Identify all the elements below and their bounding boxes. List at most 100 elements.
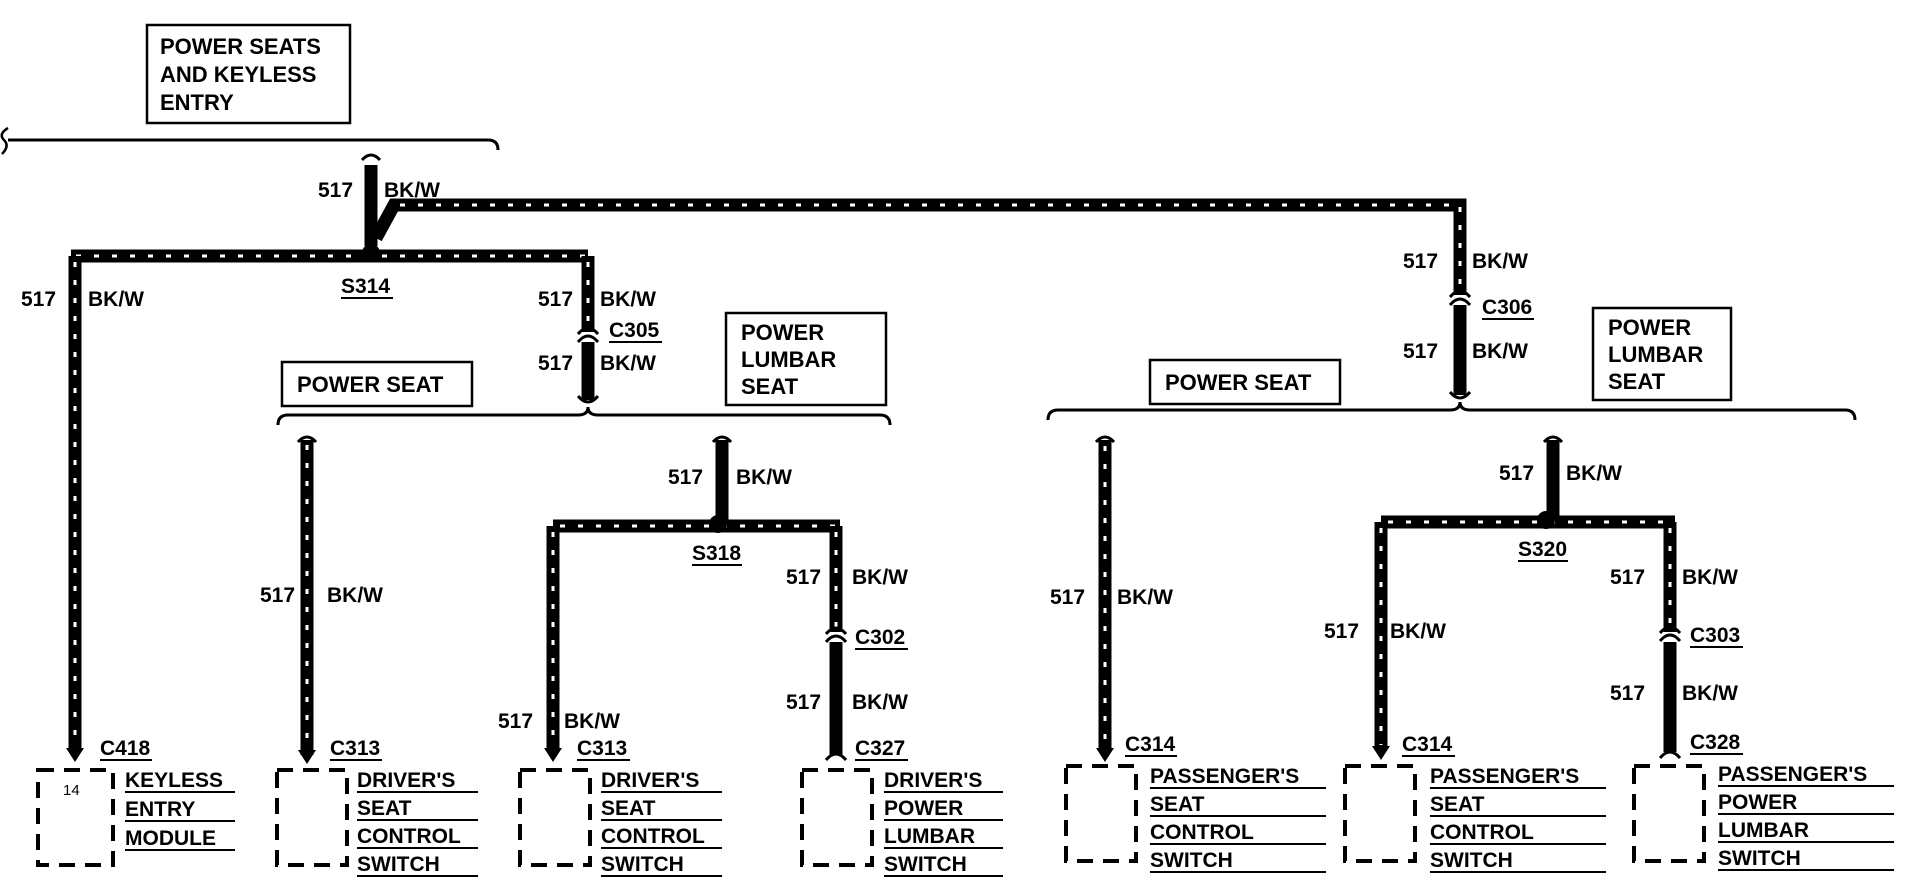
svg-text:SWITCH: SWITCH [357, 853, 440, 876]
splice-s314-label: S314 [341, 275, 390, 298]
color-label: BK/W [600, 288, 656, 311]
circuit-label: 517 [1403, 250, 1438, 273]
drivers-seat-control-switch-1: DRIVER'S SEAT CONTROL SWITCH [275, 768, 478, 877]
keyless-entry-module: 14 KEYLESS ENTRY MODULE [36, 768, 235, 867]
svg-text:POWER: POWER [1718, 791, 1797, 814]
circuit-label: 517 [786, 691, 821, 714]
passengers-seat-control-switch-2: PASSENGER'S SEAT CONTROL SWITCH [1343, 764, 1606, 873]
connector-c418-label: C418 [100, 737, 151, 760]
connector-c303-label: C303 [1690, 624, 1740, 647]
color-label: BK/W [88, 288, 144, 311]
svg-text:POWER SEAT: POWER SEAT [297, 372, 444, 397]
color-label: BK/W [1472, 340, 1528, 363]
splice-s318-label: S318 [692, 542, 741, 565]
connector-c327-label: C327 [855, 737, 905, 760]
lumbar-left-box: POWER LUMBAR SEAT [724, 311, 888, 407]
connector-c306-label: C306 [1482, 296, 1532, 319]
circuit-label: 517 [538, 352, 573, 375]
svg-text:MODULE: MODULE [125, 827, 216, 850]
color-label: BK/W [736, 466, 792, 489]
svg-text:SEAT: SEAT [1430, 793, 1485, 816]
svg-text:SEAT: SEAT [1608, 369, 1666, 394]
circuit-label: 517 [1610, 682, 1645, 705]
svg-text:PASSENGER'S: PASSENGER'S [1430, 765, 1579, 788]
connector-c314-label: C314 [1125, 733, 1176, 756]
svg-text:CONTROL: CONTROL [357, 825, 461, 848]
svg-text:DRIVER'S: DRIVER'S [357, 769, 455, 792]
circuit-label: 517 [260, 584, 295, 607]
color-label: BK/W [852, 566, 908, 589]
pin-number: 14 [63, 782, 80, 799]
connector-c313-label: C313 [330, 737, 380, 760]
color-label: BK/W [1682, 566, 1738, 589]
splice-s320-label: S320 [1518, 538, 1567, 561]
title-line-3: ENTRY [160, 90, 234, 115]
color-label: BK/W [1472, 250, 1528, 273]
connector-labels: C305 C306 C302 C303 C418 C313 C313 C327 … [100, 296, 1743, 761]
drivers-power-lumbar-switch: DRIVER'S POWER LUMBAR SWITCH [800, 768, 1003, 877]
svg-text:CONTROL: CONTROL [601, 825, 705, 848]
top-break-mark [0, 126, 9, 155]
title-line-2: AND KEYLESS [160, 62, 316, 87]
svg-text:SEAT: SEAT [357, 797, 412, 820]
circuit-label: 517 [538, 288, 573, 311]
svg-text:SEAT: SEAT [741, 374, 799, 399]
circuit-label: 517 [1050, 586, 1085, 609]
circuit-label: 517 [1403, 340, 1438, 363]
color-label: BK/W [327, 584, 383, 607]
svg-text:POWER: POWER [1608, 315, 1691, 340]
svg-text:SEAT: SEAT [1150, 793, 1205, 816]
drivers-seat-control-switch-2: DRIVER'S SEAT CONTROL SWITCH [518, 768, 722, 877]
circuit-label: 517 [786, 566, 821, 589]
circuit-label: 517 [1324, 620, 1359, 643]
svg-text:LUMBAR: LUMBAR [884, 825, 975, 848]
circuit-label: 517 [498, 710, 533, 733]
connector-c302-label: C302 [855, 626, 905, 649]
color-label: BK/W [564, 710, 620, 733]
color-label: BK/W [1390, 620, 1446, 643]
svg-text:ENTRY: ENTRY [125, 798, 195, 821]
svg-text:POWER: POWER [884, 797, 963, 820]
power-seat-right-box: POWER SEAT [1148, 358, 1342, 406]
title-box: POWER SEATS AND KEYLESS ENTRY [145, 23, 352, 125]
svg-text:SWITCH: SWITCH [1150, 849, 1233, 872]
connector-c313-label: C313 [577, 737, 627, 760]
splice-s314-dot [362, 244, 380, 262]
connector-marks [66, 153, 1682, 764]
svg-text:POWER: POWER [741, 320, 824, 345]
svg-text:SWITCH: SWITCH [601, 853, 684, 876]
svg-text:PASSENGER'S: PASSENGER'S [1150, 765, 1299, 788]
svg-text:SEAT: SEAT [601, 797, 656, 820]
svg-text:SWITCH: SWITCH [1430, 849, 1513, 872]
circuit-label: 517 [318, 179, 353, 202]
svg-text:SWITCH: SWITCH [1718, 847, 1801, 870]
circuit-label: 517 [668, 466, 703, 489]
color-label: BK/W [384, 179, 440, 202]
svg-text:CONTROL: CONTROL [1430, 821, 1534, 844]
right-section-bracket [1046, 401, 1857, 421]
svg-text:LUMBAR: LUMBAR [1608, 342, 1703, 367]
lumbar-right-box: POWER LUMBAR SEAT [1591, 306, 1733, 402]
circuit-label: 517 [1499, 462, 1534, 485]
color-label: BK/W [1117, 586, 1173, 609]
color-label: BK/W [1566, 462, 1622, 485]
svg-text:POWER SEAT: POWER SEAT [1165, 370, 1312, 395]
wires [68, 165, 1677, 755]
color-label: BK/W [600, 352, 656, 375]
passengers-power-lumbar-switch: PASSENGER'S POWER LUMBAR SWITCH [1632, 763, 1894, 871]
connector-c328-label: C328 [1690, 731, 1741, 754]
svg-text:LUMBAR: LUMBAR [741, 347, 836, 372]
connector-c305-label: C305 [609, 319, 660, 342]
title-line-1: POWER SEATS [160, 34, 321, 59]
circuit-label: 517 [1610, 566, 1645, 589]
passengers-seat-control-switch-1: PASSENGER'S SEAT CONTROL SWITCH [1064, 764, 1326, 873]
splice-labels: S314 S318 S320 [341, 275, 1568, 566]
wire-labels: 517 BK/W 517 BK/W 517 BK/W 517 BK/W 517 … [21, 179, 1738, 733]
color-label: BK/W [852, 691, 908, 714]
power-seat-left-box: POWER SEAT [280, 360, 474, 408]
splice-s318-dot [709, 515, 727, 533]
svg-text:SWITCH: SWITCH [884, 853, 967, 876]
connector-c314-label: C314 [1402, 733, 1453, 756]
svg-text:PASSENGER'S: PASSENGER'S [1718, 763, 1867, 786]
